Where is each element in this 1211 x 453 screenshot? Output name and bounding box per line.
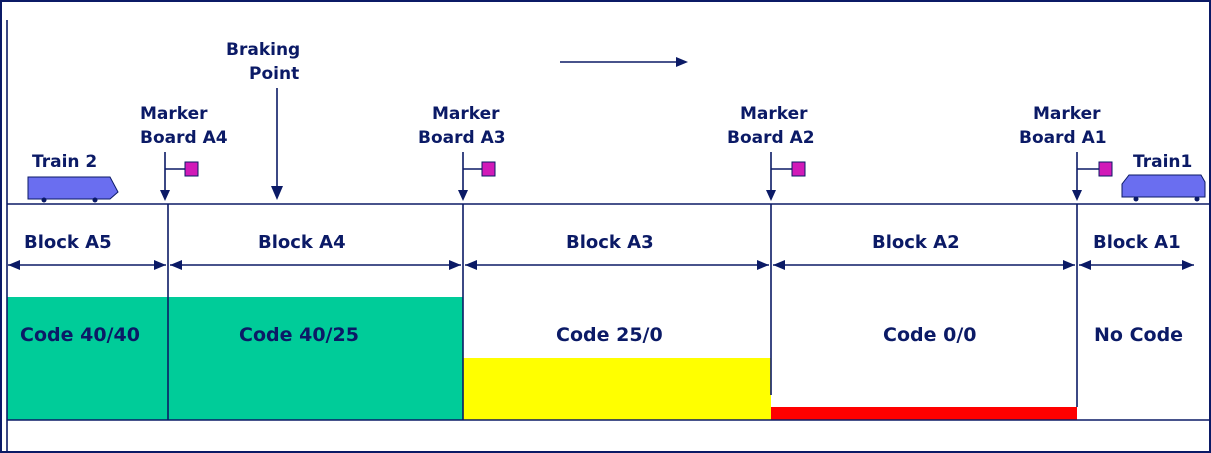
code-fill-block-a5 bbox=[7, 297, 168, 420]
code-fill-block-a4 bbox=[168, 297, 463, 420]
marker-a2-label-2: Board A2 bbox=[727, 128, 815, 148]
code-block-a5: Code 40/40 bbox=[20, 324, 140, 346]
marker-a1-label-2: Board A1 bbox=[1019, 128, 1107, 148]
block-a1-extent-arrow bbox=[1079, 260, 1194, 270]
braking-point-label-2: Point bbox=[249, 64, 299, 84]
marker-a3-label-1: Marker bbox=[432, 104, 500, 124]
block-a2-extent-arrow bbox=[773, 260, 1075, 270]
block-a3-label: Block A3 bbox=[566, 232, 654, 253]
code-fill-block-a2 bbox=[771, 407, 1077, 420]
block-a2-label: Block A2 bbox=[872, 232, 960, 253]
block-a3-extent-arrow bbox=[465, 260, 769, 270]
train-2-icon bbox=[27, 176, 119, 203]
direction-arrow-head bbox=[676, 57, 688, 67]
train-1-icon bbox=[1121, 174, 1206, 202]
code-block-a4: Code 40/25 bbox=[239, 324, 359, 346]
code-block-a1: No Code bbox=[1094, 324, 1183, 346]
block-a4-label: Block A4 bbox=[258, 232, 346, 253]
marker-board-a1-sign bbox=[1098, 161, 1113, 177]
block-a1-label: Block A1 bbox=[1093, 232, 1181, 253]
code-fill-block-a3 bbox=[463, 358, 771, 420]
block-a5-label: Block A5 bbox=[24, 232, 112, 253]
marker-a4-label-2: Board A4 bbox=[140, 128, 228, 148]
train-1-label: Train1 bbox=[1133, 152, 1192, 172]
marker-a2-label-1: Marker bbox=[740, 104, 808, 124]
code-block-a2: Code 0/0 bbox=[883, 324, 976, 346]
code-block-a3: Code 25/0 bbox=[556, 324, 663, 346]
braking-point-label-1: Braking bbox=[226, 40, 300, 60]
marker-board-a2-sign bbox=[791, 161, 806, 177]
marker-board-a4-sign bbox=[184, 161, 199, 177]
marker-board-a3-sign bbox=[481, 161, 496, 177]
marker-a3-label-2: Board A3 bbox=[418, 128, 506, 148]
train-2-label: Train 2 bbox=[32, 152, 97, 172]
block-a5-extent-arrow bbox=[8, 260, 166, 270]
braking-point-arrowhead bbox=[271, 186, 283, 200]
marker-a4-label-1: Marker bbox=[140, 104, 208, 124]
block-a4-extent-arrow bbox=[170, 260, 461, 270]
marker-a1-label-1: Marker bbox=[1033, 104, 1101, 124]
